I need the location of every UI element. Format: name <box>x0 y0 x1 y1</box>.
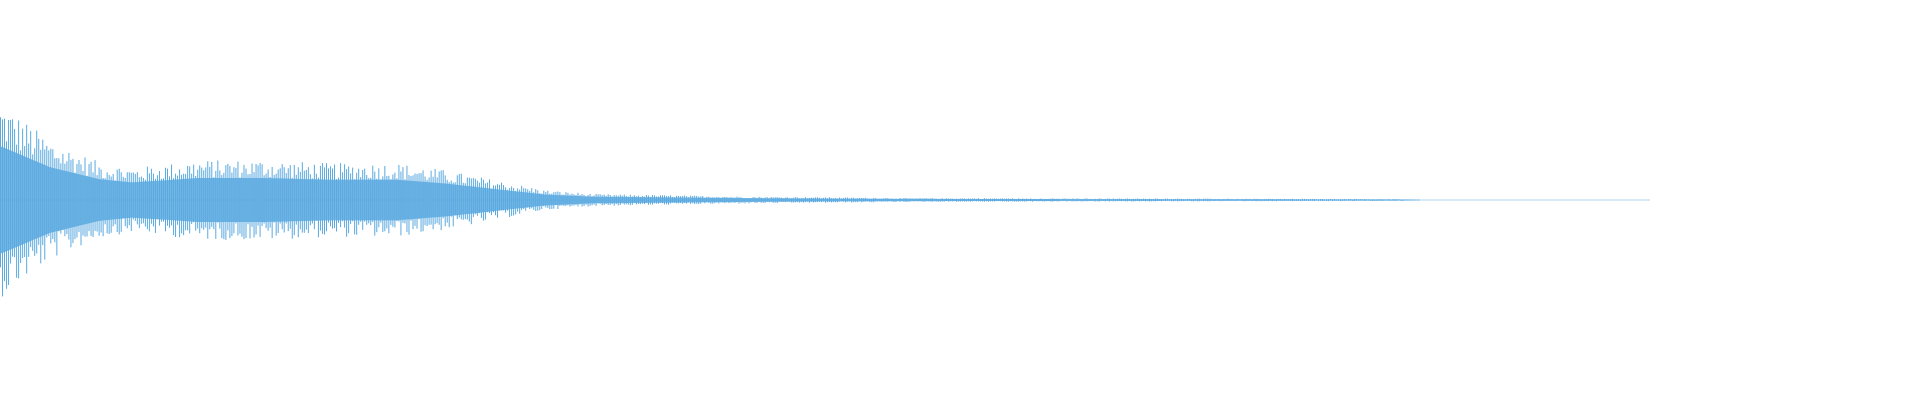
waveform-path <box>0 117 1420 297</box>
waveform-samples <box>0 117 1650 297</box>
